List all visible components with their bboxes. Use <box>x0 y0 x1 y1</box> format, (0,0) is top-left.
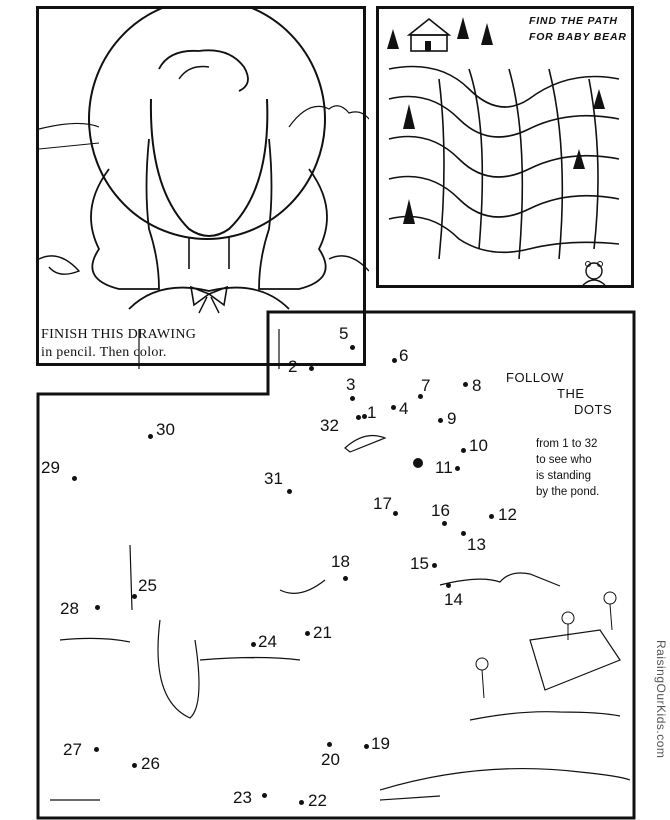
dot-23 <box>262 793 267 798</box>
site-watermark: RaisingOurKids.com <box>654 640 668 759</box>
dot-number-12: 12 <box>498 505 517 524</box>
dot-number-21: 21 <box>313 623 332 642</box>
girl-illustration <box>39 9 369 369</box>
dot-number-30: 30 <box>156 420 175 439</box>
dot-number-28: 28 <box>60 599 79 618</box>
dot-25 <box>132 594 137 599</box>
follow-label-line3: DOTS <box>574 402 613 417</box>
follow-label-line1: FOLLOW <box>506 370 564 385</box>
dot-number-22: 22 <box>308 791 327 810</box>
dot-18 <box>343 576 348 581</box>
dot-26 <box>132 763 137 768</box>
dot-6 <box>392 358 397 363</box>
dot-number-5: 5 <box>339 324 349 343</box>
dot-17 <box>393 511 398 516</box>
dot-number-20: 20 <box>321 750 340 769</box>
dot-28 <box>95 605 100 610</box>
dot-number-15: 15 <box>410 554 429 573</box>
dot-14 <box>446 583 451 588</box>
dot-19 <box>364 744 369 749</box>
follow-label-line2: THE <box>557 386 585 401</box>
dot-1 <box>362 414 367 419</box>
flower-icons <box>475 591 617 699</box>
dot-16 <box>442 521 447 526</box>
dot-11 <box>455 466 460 471</box>
dot-22 <box>299 800 304 805</box>
dot-5 <box>350 345 355 350</box>
dot-3 <box>350 396 355 401</box>
pond-scene <box>50 435 631 801</box>
dot-24 <box>251 642 256 647</box>
bird-eye <box>413 458 423 468</box>
dot-number-13: 13 <box>467 535 486 554</box>
dot-number-19: 19 <box>371 734 390 753</box>
drawing-caption-line1: FINISH THIS DRAWING <box>41 327 197 342</box>
dot-number-6: 6 <box>399 346 409 365</box>
dot-8 <box>463 382 468 387</box>
maze-panel: FIND THE PATH FOR BABY BEAR <box>376 6 634 288</box>
dot-number-25: 25 <box>138 576 157 595</box>
dot-21 <box>305 631 310 636</box>
dot-number-11: 11 <box>435 458 453 477</box>
instructions-line2: to see who <box>536 454 592 466</box>
dot-number-8: 8 <box>472 376 482 395</box>
dot-number-27: 27 <box>63 740 82 759</box>
dot-7 <box>418 394 423 399</box>
drawing-caption-line2: in pencil. Then color. <box>41 345 167 360</box>
instructions-line4: by the pond. <box>536 486 600 498</box>
dot-number-2: 2 <box>288 357 298 376</box>
dot-number-7: 7 <box>421 376 431 395</box>
dot-15 <box>432 563 437 568</box>
dot-number-18: 18 <box>331 552 350 571</box>
dot-number-14: 14 <box>444 590 463 609</box>
dot-number-29: 29 <box>41 458 60 477</box>
dot-27 <box>94 747 99 752</box>
dot-number-23: 23 <box>233 788 252 807</box>
dot-20 <box>327 742 332 747</box>
maze-title-line1: FIND THE PATH <box>529 15 618 27</box>
dot-number-16: 16 <box>431 501 450 520</box>
dot-number-17: 17 <box>373 494 392 513</box>
instructions-line1: from 1 to 32 <box>536 438 598 450</box>
finish-drawing-panel: FINISH THIS DRAWING in pencil. Then colo… <box>36 6 369 369</box>
dot-number-9: 9 <box>447 409 457 428</box>
dot-number-3: 3 <box>346 375 356 394</box>
dot-9 <box>438 418 443 423</box>
dot-31 <box>287 489 292 494</box>
maze-title-line2: FOR BABY BEAR <box>529 31 627 43</box>
dot-32 <box>356 415 361 420</box>
dot-number-31: 31 <box>264 469 283 488</box>
dot-number-1: 1 <box>367 403 377 422</box>
dot-number-32: 32 <box>320 416 339 435</box>
dot-number-4: 4 <box>399 399 409 418</box>
dot-number-10: 10 <box>469 436 488 455</box>
dot-4 <box>391 405 396 410</box>
maze-illustration <box>387 17 620 285</box>
instructions-line3: is standing <box>536 470 591 482</box>
dot-29 <box>72 476 77 481</box>
dot-30 <box>148 434 153 439</box>
dot-2 <box>309 366 314 371</box>
dot-12 <box>489 514 494 519</box>
dot-13 <box>461 531 466 536</box>
dot-10 <box>461 448 466 453</box>
dot-number-26: 26 <box>141 754 160 773</box>
dot-number-24: 24 <box>258 632 277 651</box>
